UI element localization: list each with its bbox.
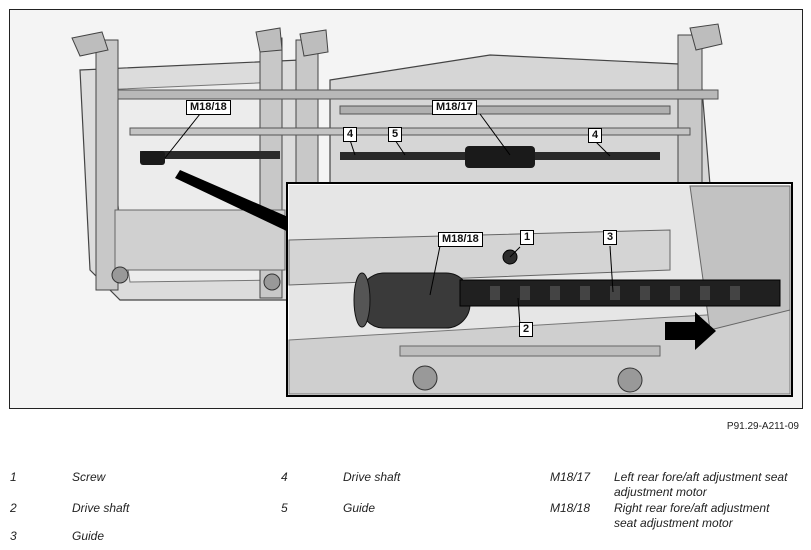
callout-4-right: 4 <box>588 128 603 143</box>
legend-key: 5 <box>281 501 288 515</box>
legend-key: M18/17 <box>550 470 591 484</box>
figure-code: P91.29-A211-09 <box>726 421 799 432</box>
legend-text: Guide <box>343 501 376 515</box>
legend-key: 3 <box>10 529 17 543</box>
callout-4-left: 4 <box>343 127 358 142</box>
legend-key: M18/18 <box>550 501 591 515</box>
detail-inset-drawing <box>288 185 791 395</box>
legend-key: 1 <box>10 470 17 484</box>
callout-m1818-detail: M18/18 <box>438 232 483 247</box>
seat-frame-drawing <box>10 10 802 408</box>
callout-m1817-overview: M18/17 <box>432 100 477 115</box>
seat-frame-illustration: M18/18 M18/17 4 5 4 M18/18 1 3 2 <box>9 9 803 409</box>
callout-2-detail: 2 <box>519 322 534 337</box>
legend-text: Screw <box>72 470 106 484</box>
legend-text: Right rear fore/aft adjustment seat adju… <box>614 501 770 530</box>
legend-text: Drive shaft <box>72 501 130 515</box>
legend-key: 2 <box>10 501 17 515</box>
legend-key: 4 <box>281 470 288 484</box>
callout-m1818-overview: M18/18 <box>186 100 231 115</box>
legend-text: Left rear fore/aft adjustment seat adjus… <box>614 470 788 499</box>
callout-5-overview: 5 <box>388 127 403 142</box>
callout-3-detail: 3 <box>603 230 618 245</box>
legend-text: Drive shaft <box>343 470 401 484</box>
callout-1-detail: 1 <box>520 230 535 245</box>
legend-text: Guide <box>72 529 105 543</box>
